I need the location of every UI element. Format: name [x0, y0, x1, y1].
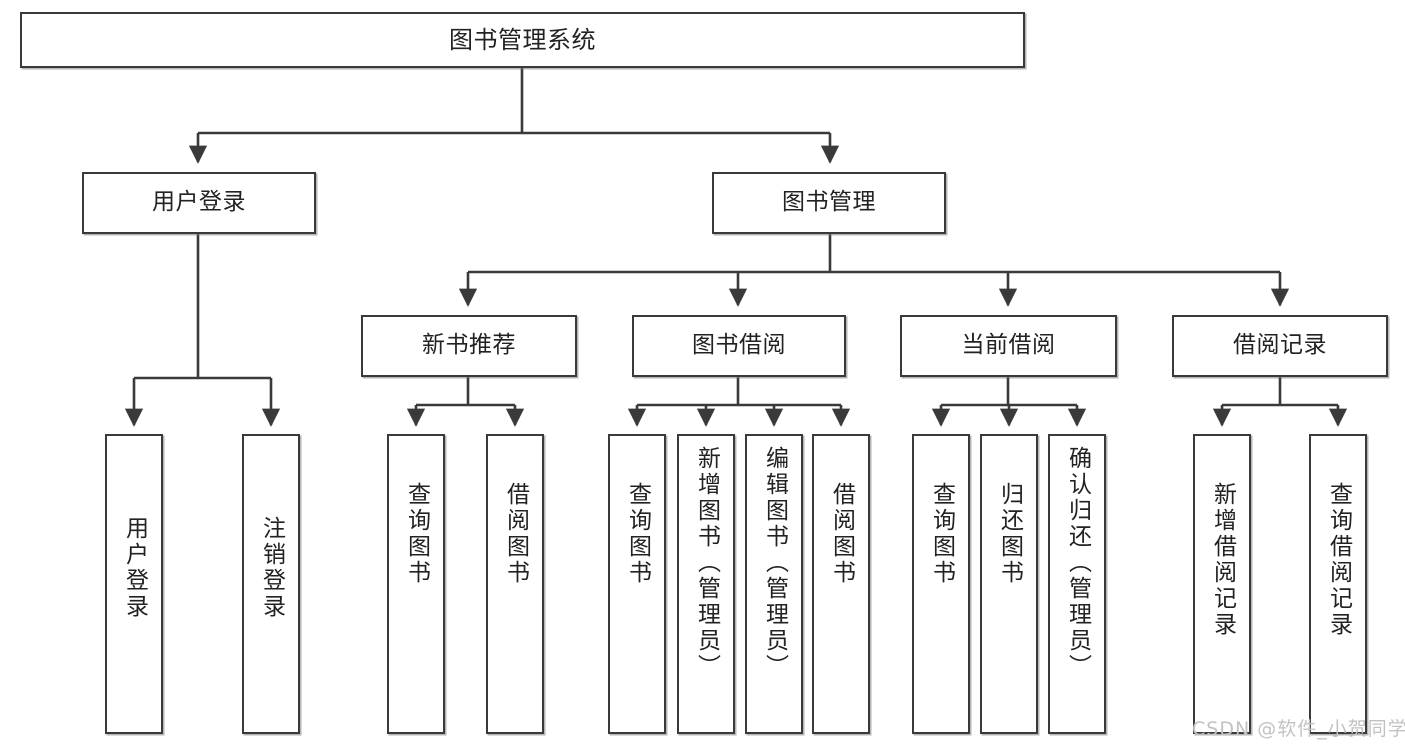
- leaf-recommend-borrow-book[interactable]: 借阅图书: [486, 434, 544, 734]
- node-label: 图书管理: [782, 189, 876, 216]
- leaf-record-query-record[interactable]: 查询借阅记录: [1309, 434, 1367, 734]
- node-label: 图书管理系统: [449, 25, 596, 54]
- node-label: 新增借阅记录: [1209, 482, 1236, 638]
- node-current-borrow[interactable]: 当前借阅: [900, 315, 1117, 377]
- watermark-credit: CSDN @软件_小贺同学: [1192, 718, 1405, 740]
- leaf-user-login-login[interactable]: 用户登录: [105, 434, 163, 734]
- node-label: 用户登录: [152, 189, 246, 216]
- node-label: 借阅图书: [828, 482, 855, 586]
- node-user-login[interactable]: 用户登录: [82, 172, 316, 234]
- node-label: 新增图书（管理员）: [693, 446, 720, 680]
- node-book-borrow[interactable]: 图书借阅: [632, 315, 846, 377]
- node-label: 查询图书: [928, 482, 955, 586]
- leaf-recommend-query-book[interactable]: 查询图书: [387, 434, 445, 734]
- leaf-borrow-add-book-admin[interactable]: 新增图书（管理员）: [677, 434, 735, 734]
- node-label: 当前借阅: [961, 332, 1056, 359]
- node-label: 用户登录: [121, 516, 148, 620]
- node-label: 图书借阅: [692, 332, 786, 359]
- node-label: 注销登录: [258, 516, 285, 620]
- leaf-borrow-borrow-book[interactable]: 借阅图书: [812, 434, 870, 734]
- node-label: 借阅图书: [502, 482, 529, 586]
- node-label: 查询图书: [403, 482, 430, 586]
- node-root-system[interactable]: 图书管理系统: [20, 12, 1025, 68]
- node-label: 归还图书: [996, 482, 1023, 586]
- leaf-current-confirm-return-admin[interactable]: 确认归还（管理员）: [1048, 434, 1106, 734]
- node-book-management[interactable]: 图书管理: [712, 172, 946, 234]
- leaf-user-login-logout[interactable]: 注销登录: [242, 434, 300, 734]
- node-label: 查询借阅记录: [1325, 482, 1352, 638]
- node-label: 借阅记录: [1233, 332, 1327, 359]
- leaf-current-return-book[interactable]: 归还图书: [980, 434, 1038, 734]
- node-new-book-recommend[interactable]: 新书推荐: [361, 315, 577, 377]
- leaf-borrow-edit-book-admin[interactable]: 编辑图书（管理员）: [745, 434, 803, 734]
- node-label: 查询图书: [624, 482, 651, 586]
- node-label: 确认归还（管理员）: [1064, 446, 1091, 680]
- node-label: 新书推荐: [422, 332, 516, 359]
- node-label: 编辑图书（管理员）: [761, 446, 788, 680]
- node-borrow-record[interactable]: 借阅记录: [1172, 315, 1388, 377]
- leaf-borrow-query-book[interactable]: 查询图书: [608, 434, 666, 734]
- leaf-current-query-book[interactable]: 查询图书: [912, 434, 970, 734]
- leaf-record-add-record[interactable]: 新增借阅记录: [1193, 434, 1251, 734]
